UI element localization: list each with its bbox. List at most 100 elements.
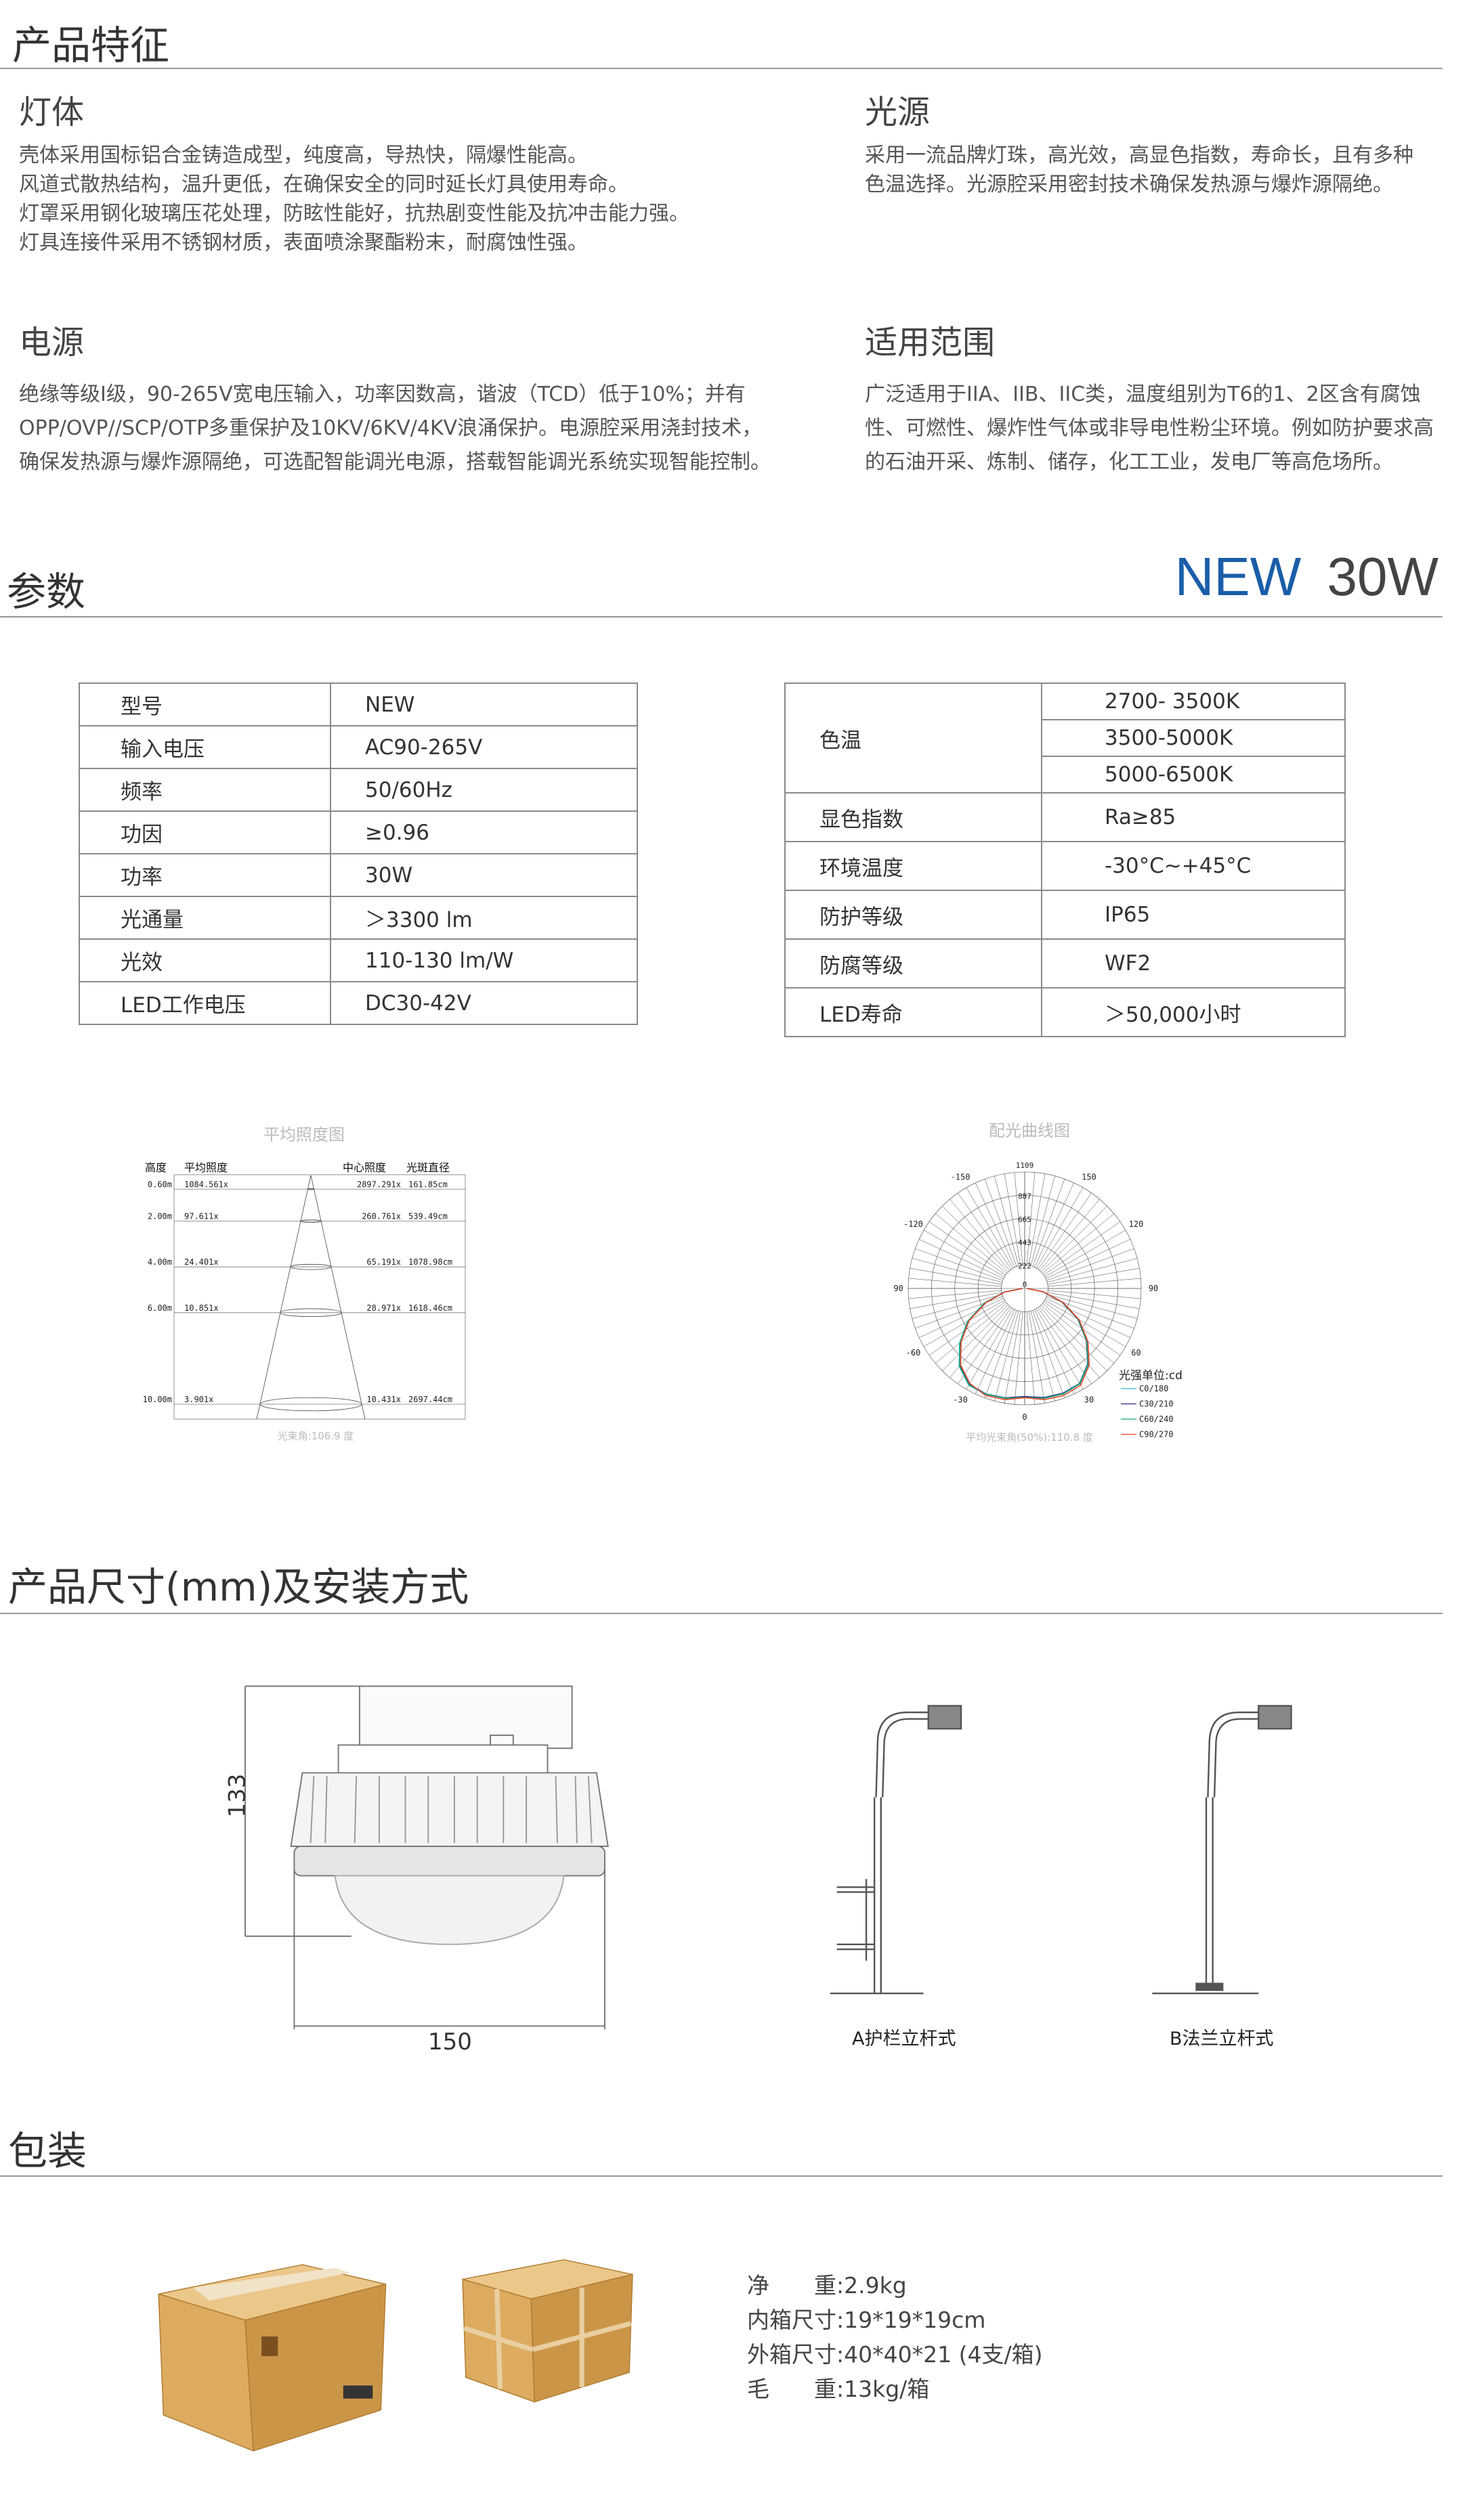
spec-key: 显色指数 — [784, 792, 1042, 842]
avg-illuminance: 10.851x — [184, 1303, 219, 1313]
model-name: NEW — [1174, 546, 1302, 607]
divider — [0, 2175, 1443, 2177]
spec-key: 频率 — [79, 768, 331, 812]
radial-tick: 443 — [1018, 1238, 1031, 1247]
spec-key: 输入电压 — [79, 725, 331, 769]
center-illuminance: 28.971x — [366, 1303, 401, 1313]
spec-value: 50/60Hz — [330, 768, 638, 812]
outer-box-size: 外箱尺寸:40*40*21 (4支/箱) — [747, 2341, 1043, 2368]
height-label: 6.00m — [148, 1303, 172, 1313]
legend-label: C30/210 — [1139, 1399, 1174, 1409]
intensity-curve-C90-270 — [960, 1288, 1090, 1401]
avg-illuminance: 1084.561x — [184, 1179, 228, 1189]
height-label: 2.00m — [148, 1212, 172, 1221]
text-line: 绝缘等级I级，90-265V宽电压输入，功率因数高，谐波（TCD）低于10%；并… — [19, 383, 746, 406]
beam-edge — [310, 1175, 366, 1420]
legend-title: 光强单位:cd — [1119, 1369, 1182, 1383]
inner-box-size: 内箱尺寸:19*19*19cm — [747, 2307, 986, 2333]
angle-tick: 90 — [1149, 1284, 1158, 1293]
light-source-text: 采用一流品牌灯珠，高光效，高显色指数，寿命长，且有多种 色温选择。光源腔采用密封… — [865, 141, 1413, 199]
model-heading: NEW 30W — [1175, 550, 1438, 604]
avg-illuminance: 97.611x — [184, 1212, 219, 1221]
model-power: 30W — [1327, 546, 1439, 607]
spec-value: 30W — [330, 853, 638, 897]
dimension-width: 150 — [428, 2028, 472, 2056]
angle-tick: 30 — [1084, 1395, 1094, 1405]
color-temp-value: 2700- 3500K — [1041, 682, 1346, 720]
pole-a-drawing — [830, 1705, 962, 1995]
spec-key: 型号 — [79, 682, 331, 726]
spec-key: 功因 — [79, 810, 331, 854]
power-text: 绝缘等级I级，90-265V宽电压输入，功率因数高，谐波（TCD）低于10%；并… — [19, 378, 771, 479]
height-label: 4.00m — [148, 1257, 172, 1267]
spec-row: 环境温度-30°C~+45°C — [784, 841, 1346, 891]
text-line: 壳体采用国标铝合金铸造成型，纯度高，导热快，隔爆性能高。 — [19, 144, 588, 167]
angle-tick: -90 — [894, 1284, 903, 1293]
spec-key: LED寿命 — [784, 987, 1042, 1037]
dimensions-title: 产品尺寸(mm)及安装方式 — [8, 1564, 469, 1610]
packaging-info: 净 重:2.9kg 内箱尺寸:19*19*19cm 外箱尺寸:40*40*21 … — [747, 2268, 1042, 2406]
column-header: 高度 — [145, 1161, 167, 1174]
avg-illuminance: 3.901x — [184, 1395, 213, 1404]
beam-angle: 光束角:106.9 度 — [278, 1430, 354, 1442]
lamp-body-text: 壳体采用国标铝合金铸造成型，纯度高，导热快，隔爆性能高。 风道式散热结构，温升更… — [19, 141, 689, 257]
spec-value: DC30-42V — [330, 981, 638, 1025]
scope-title: 适用范围 — [865, 324, 996, 362]
text-line: OPP/OVP//SCP/OTP多重保护及10KV/6KV/4KV浪涌保护。电源… — [19, 416, 763, 440]
spec-value: ＞50,000小时 — [1041, 987, 1346, 1037]
divider — [0, 68, 1443, 69]
text-line: 风道式散热结构，温升更低，在确保安全的同时延长灯具使用寿命。 — [19, 173, 628, 196]
spot-diameter: 539.49cm — [408, 1212, 448, 1221]
features-title: 产品特征 — [12, 22, 170, 68]
angle-tick: 0 — [1022, 1412, 1027, 1422]
pole-b-drawing — [1152, 1705, 1292, 1995]
text-line: 色温选择。光源腔采用密封技术确保发热源与爆炸源隔绝。 — [865, 173, 1393, 196]
spec-key: 功率 — [79, 853, 331, 897]
radial-tick: 887 — [1018, 1192, 1031, 1200]
light-spot — [259, 1397, 362, 1412]
color-temp-label: 色温 — [784, 682, 1042, 794]
spec-value: 110-130 lm/W — [330, 938, 638, 982]
center-illuminance: 260.761x — [362, 1212, 401, 1221]
height-label: 0.60m — [148, 1179, 172, 1189]
spec-key: LED工作电压 — [79, 981, 331, 1025]
spec-value: ≥0.96 — [330, 810, 638, 854]
legend-label: C0/180 — [1139, 1384, 1168, 1393]
net-weight: 净 重:2.9kg — [747, 2272, 907, 2299]
text-line: 确保发热源与爆炸源隔绝，可选配智能调光电源，搭载智能调光系统实现智能控制。 — [19, 450, 771, 474]
spot-diameter: 1618.46cm — [408, 1303, 452, 1313]
spec-key: 光效 — [79, 938, 331, 982]
spec-value: NEW — [330, 682, 638, 726]
divider — [0, 616, 1443, 617]
beam-angle: 平均光束角(50%):110.8 度 — [966, 1431, 1093, 1443]
text-line: 采用一流品牌灯珠，高光效，高显色指数，寿命长，且有多种 — [865, 144, 1413, 167]
spec-value: IP65 — [1041, 890, 1346, 940]
polar-intensity-chart: 配光曲线图022244366588711090306090120150-30-6… — [894, 1121, 1182, 1443]
legend-label: C90/270 — [1139, 1430, 1174, 1439]
angle-tick: -30 — [953, 1395, 968, 1405]
scope-text: 广泛适用于IIA、IIB、IIC类，温度组别为T6的1、2区含有腐蚀 性、可燃性… — [865, 378, 1434, 479]
spec-value: Ra≥85 — [1041, 792, 1346, 842]
packaging-title: 包装 — [8, 2128, 87, 2174]
beam-edge — [256, 1175, 312, 1420]
spec-key: 光通量 — [79, 896, 331, 940]
radial-tick: 665 — [1018, 1215, 1031, 1224]
radial-tick: 222 — [1018, 1262, 1031, 1271]
light-spot — [290, 1263, 332, 1270]
light-spot — [280, 1308, 342, 1318]
radial-tick: 1109 — [1016, 1161, 1034, 1170]
spot-diameter: 2697.44cm — [408, 1395, 452, 1404]
inner-box-image — [462, 2259, 633, 2403]
mount-a-caption: A护栏立杆式 — [852, 2028, 956, 2049]
lamp-body-title: 灯体 — [19, 93, 85, 131]
spec-value: ＞3300 lm — [330, 896, 638, 940]
